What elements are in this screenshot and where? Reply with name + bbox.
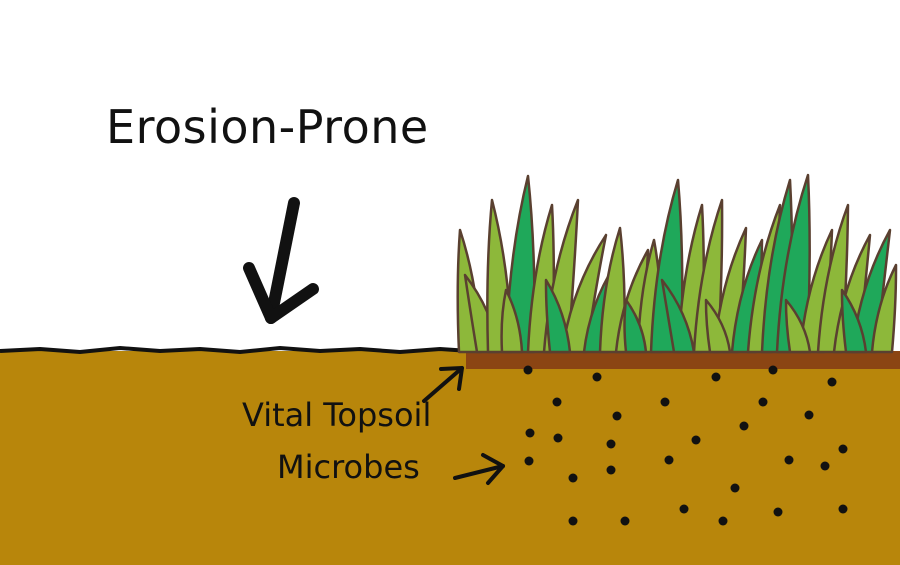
microbe-dot: [664, 455, 674, 465]
grass-blade: [704, 298, 732, 354]
microbe-dot: [838, 444, 848, 454]
microbe-dot: [568, 473, 578, 483]
diagram-title: Erosion-Prone: [106, 100, 429, 154]
grass-blade: [660, 278, 696, 354]
microbe-dot: [838, 504, 848, 514]
topsoil-label: Vital Topsoil: [242, 396, 432, 434]
microbe-dot: [768, 365, 778, 375]
microbe-dot: [606, 439, 616, 449]
microbe-dot: [820, 461, 830, 471]
microbe-dot: [525, 428, 535, 438]
grass-blade: [544, 278, 572, 354]
down-arrow-icon: [243, 197, 319, 324]
microbe-dot: [592, 372, 602, 382]
microbe-dot: [758, 397, 768, 407]
microbes-arrow-icon: [453, 453, 505, 485]
microbe-dot: [620, 516, 630, 526]
grass-blade: [623, 298, 648, 354]
microbe-dot: [606, 465, 616, 475]
grass-tuft: [456, 173, 898, 354]
grass-blade: [870, 263, 898, 354]
microbe-dot: [660, 397, 670, 407]
bare-ground-line: [0, 345, 471, 355]
microbe-dot: [524, 456, 534, 466]
microbe-dot: [679, 504, 689, 514]
microbe-dot: [691, 435, 701, 445]
microbes-label: Microbes: [277, 448, 420, 486]
microbe-dot: [804, 410, 814, 420]
microbe-dot: [711, 372, 721, 382]
soil-block: [0, 351, 900, 565]
microbe-dot: [553, 433, 563, 443]
grass-blade: [500, 288, 524, 354]
grass-blade: [784, 298, 812, 354]
microbe-dot: [523, 365, 533, 375]
microbe-dot: [739, 421, 749, 431]
microbe-dot: [552, 397, 562, 407]
microbe-dot: [773, 507, 783, 517]
microbe-dot: [568, 516, 578, 526]
topsoil-layer: [466, 351, 900, 369]
topsoil-arrow-icon: [422, 366, 464, 403]
microbe-dots: [523, 365, 848, 526]
microbe-dot: [827, 377, 837, 387]
grass-blade: [840, 288, 868, 354]
microbe-dot: [718, 516, 728, 526]
microbe-dot: [784, 455, 794, 465]
microbe-dot: [612, 411, 622, 421]
microbe-dot: [730, 483, 740, 493]
